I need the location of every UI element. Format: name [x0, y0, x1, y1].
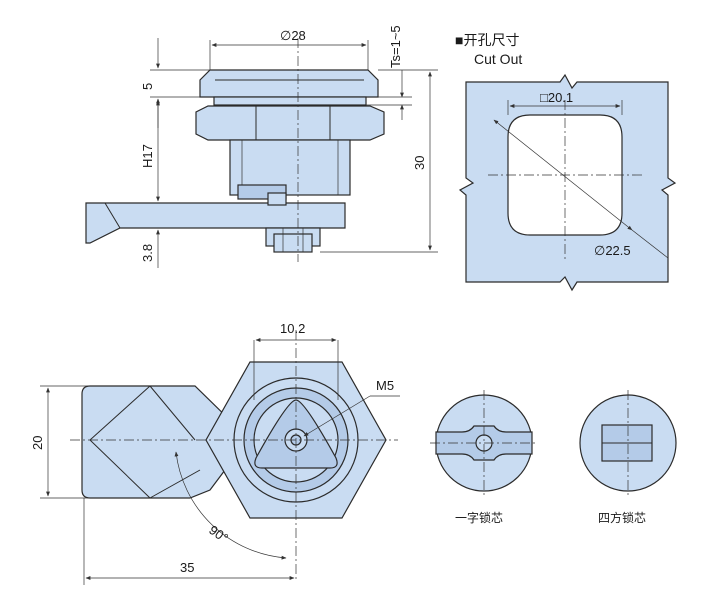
dia-cut-label: ∅22.5: [594, 243, 631, 258]
dim-5-label: 5: [140, 83, 155, 90]
square-label: □20.1: [540, 90, 573, 105]
angle-label: 90°: [206, 522, 231, 546]
dim-3-8-label: 3.8: [140, 244, 155, 262]
core-b-label: 四方锁芯: [598, 510, 646, 525]
m5-label: M5: [376, 378, 394, 393]
dim-h17-label: H17: [140, 144, 155, 168]
cutout-view: ■开孔尺寸 Cut Out □20.1 ∅22.5: [455, 32, 677, 292]
side-view: ∅28 Ts=1~5 5 H17 3.8 30: [85, 25, 438, 268]
front-view: 10.2 M5 20 90° 35: [30, 321, 400, 585]
dim-35-label: 35: [180, 560, 194, 575]
dim-10-2-label: 10.2: [280, 321, 305, 336]
dim-30-label: 30: [412, 156, 427, 170]
ts-label: Ts=1~5: [388, 25, 403, 68]
core-square: 四方锁芯: [579, 390, 677, 525]
core-slot: 一字锁芯: [430, 390, 538, 525]
dim-20-label: 20: [30, 436, 45, 450]
cutout-title: ■开孔尺寸: [455, 32, 519, 48]
dia-head-label: ∅28: [280, 28, 306, 43]
cutout-subtitle: Cut Out: [474, 51, 522, 67]
core-a-label: 一字锁芯: [455, 510, 503, 525]
